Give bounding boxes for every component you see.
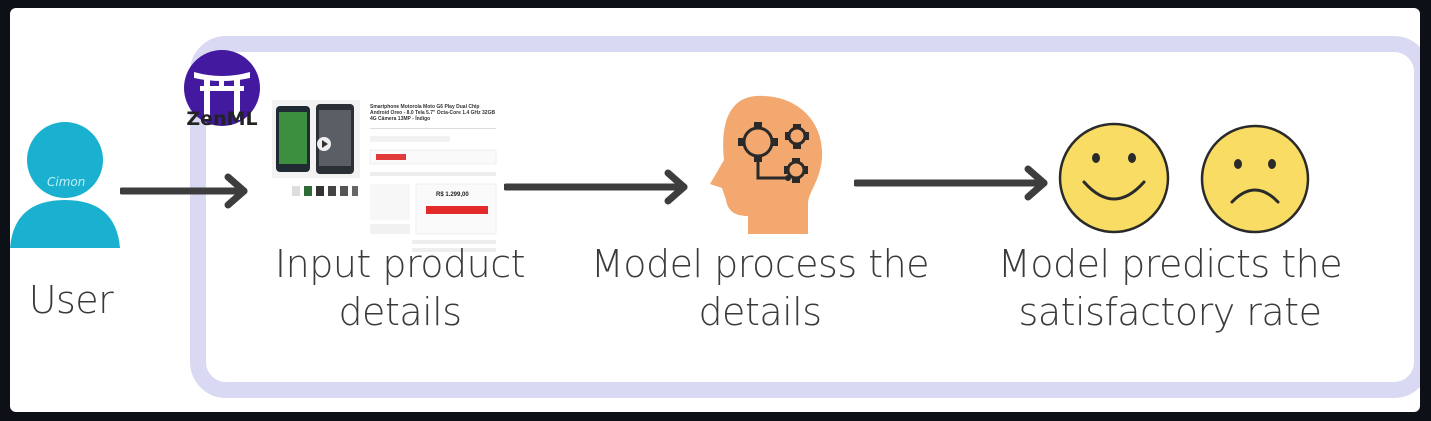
step-predict-line2: satisfactory rate xyxy=(1018,290,1322,334)
step-predict-line1: Model predicts the xyxy=(997,242,1343,286)
user-icon: Cimon xyxy=(10,122,120,248)
step-input-line1: Input product xyxy=(274,242,526,286)
product-page-preview: Smartphone Motorola Moto G6 Play Dual Ch… xyxy=(272,100,498,258)
product-title: Smartphone Motorola Moto G6 Play Dual Ch… xyxy=(370,104,496,122)
arrow-model-to-prediction xyxy=(854,165,1048,201)
torii-gate-icon xyxy=(184,50,260,126)
user-label: User xyxy=(28,278,114,322)
product-photo xyxy=(272,100,497,252)
sad-face-icon xyxy=(1200,124,1310,234)
step-process-label: Model process the details xyxy=(590,240,930,336)
arrow-user-to-input xyxy=(120,173,248,209)
step-input-label: Input product details xyxy=(260,240,540,336)
step-predict-label: Model predicts the satisfactory rate xyxy=(980,240,1360,336)
step-process-line1: Model process the xyxy=(590,242,930,286)
zenml-pipeline-frame xyxy=(190,36,1420,398)
step-process-line2: details xyxy=(698,290,822,334)
product-price: R$ 1.299,00 xyxy=(436,192,469,198)
head-gears-icon xyxy=(710,95,823,234)
happy-face-icon xyxy=(1058,122,1170,234)
arrow-input-to-model xyxy=(504,169,688,205)
cimon-watermark: Cimon xyxy=(47,175,85,189)
diagram-canvas: ZenML Cimon User xyxy=(10,8,1420,412)
step-input-line2: details xyxy=(338,290,462,334)
zenml-logo-text: ZenML xyxy=(186,108,258,130)
